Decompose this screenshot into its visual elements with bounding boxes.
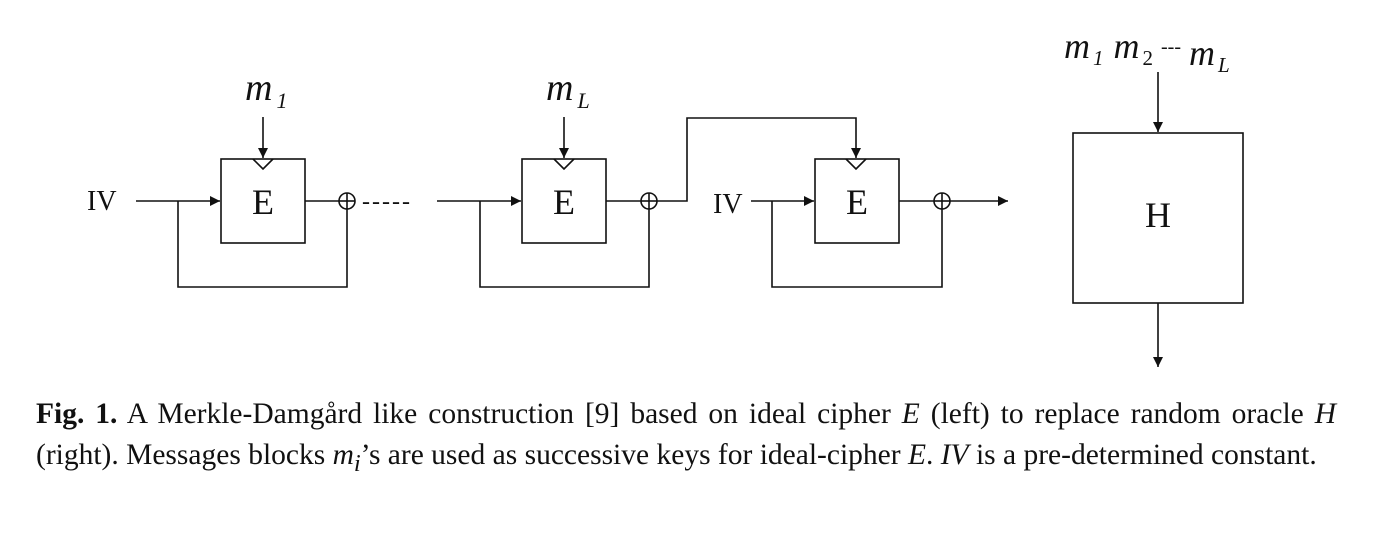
iv-label-left: IV	[87, 186, 117, 217]
feedback-loop-2	[479, 201, 650, 288]
figure-caption: Fig. 1. A Merkle-Damgård like constructi…	[36, 398, 1336, 477]
iv-label-middle: IV	[713, 189, 743, 220]
key-notch-2	[553, 158, 575, 171]
cipher-label-3: E	[846, 182, 868, 222]
feedback-loop-3	[771, 201, 943, 288]
feedback-loop-1	[177, 201, 348, 288]
chain-to-key-3	[657, 117, 861, 202]
oracle-label: H	[1145, 195, 1171, 235]
cipher-label-1: E	[252, 182, 274, 222]
key-notch-3	[845, 158, 867, 171]
cipher-label-2: E	[553, 182, 575, 222]
figure-label: Fig. 1.	[36, 398, 118, 430]
ellipsis-dashes: -----	[362, 189, 412, 215]
key-notch-1	[252, 158, 274, 171]
